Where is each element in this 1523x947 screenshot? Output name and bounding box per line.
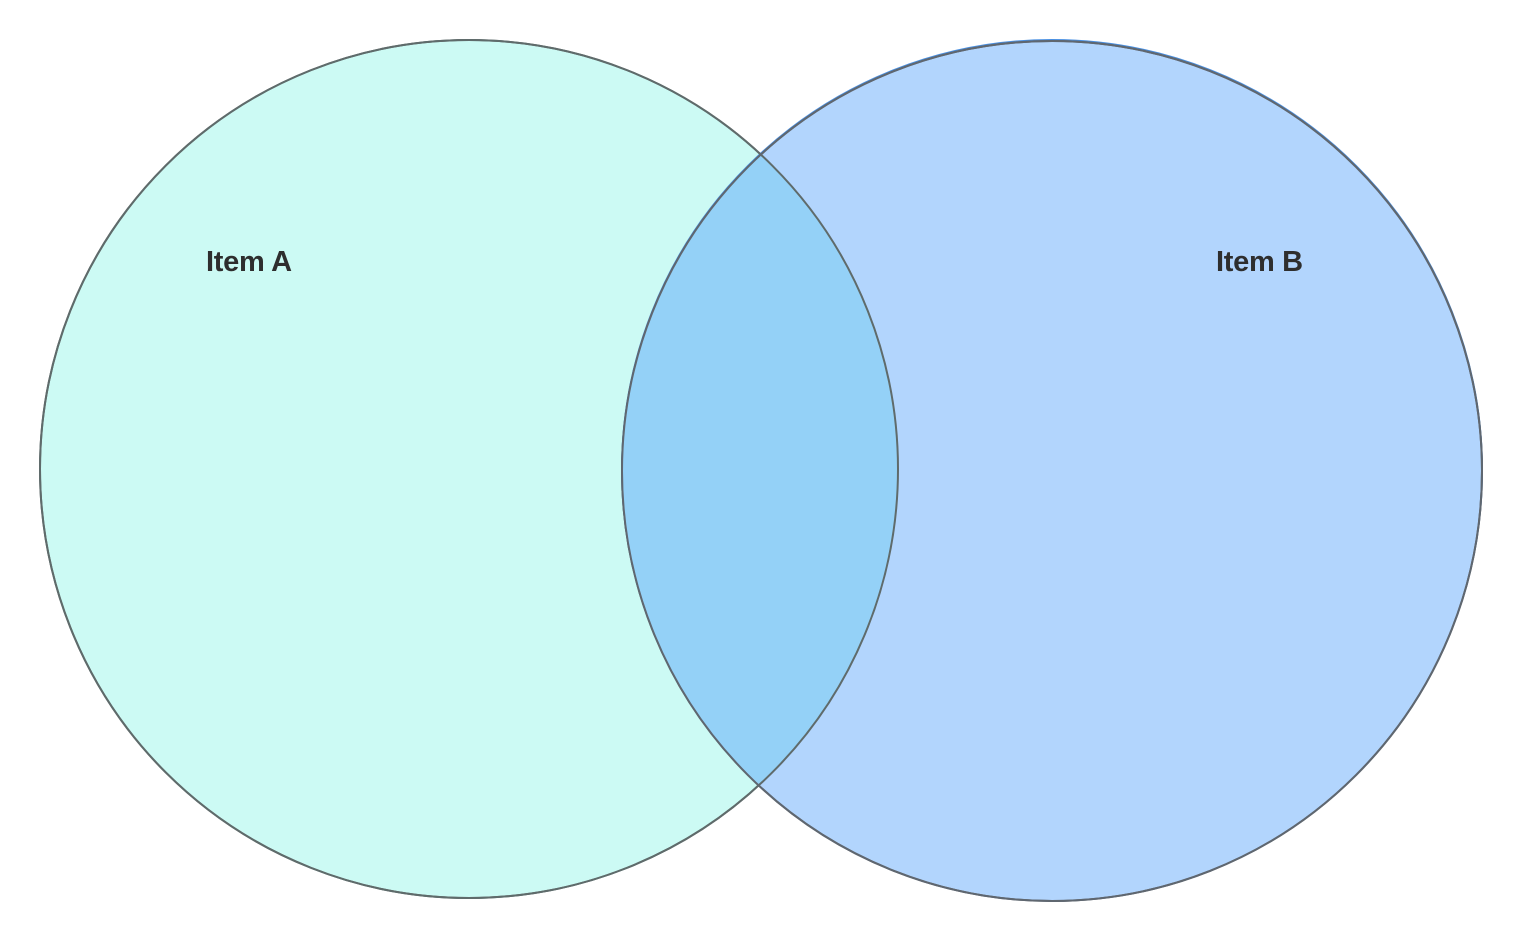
label-item-b: Item B [1216,246,1303,278]
circle-item-a-outline [39,39,899,899]
intersection-region[interactable] [622,41,1482,901]
label-item-a: Item A [206,246,292,278]
circle-item-b-outline [621,40,1483,902]
